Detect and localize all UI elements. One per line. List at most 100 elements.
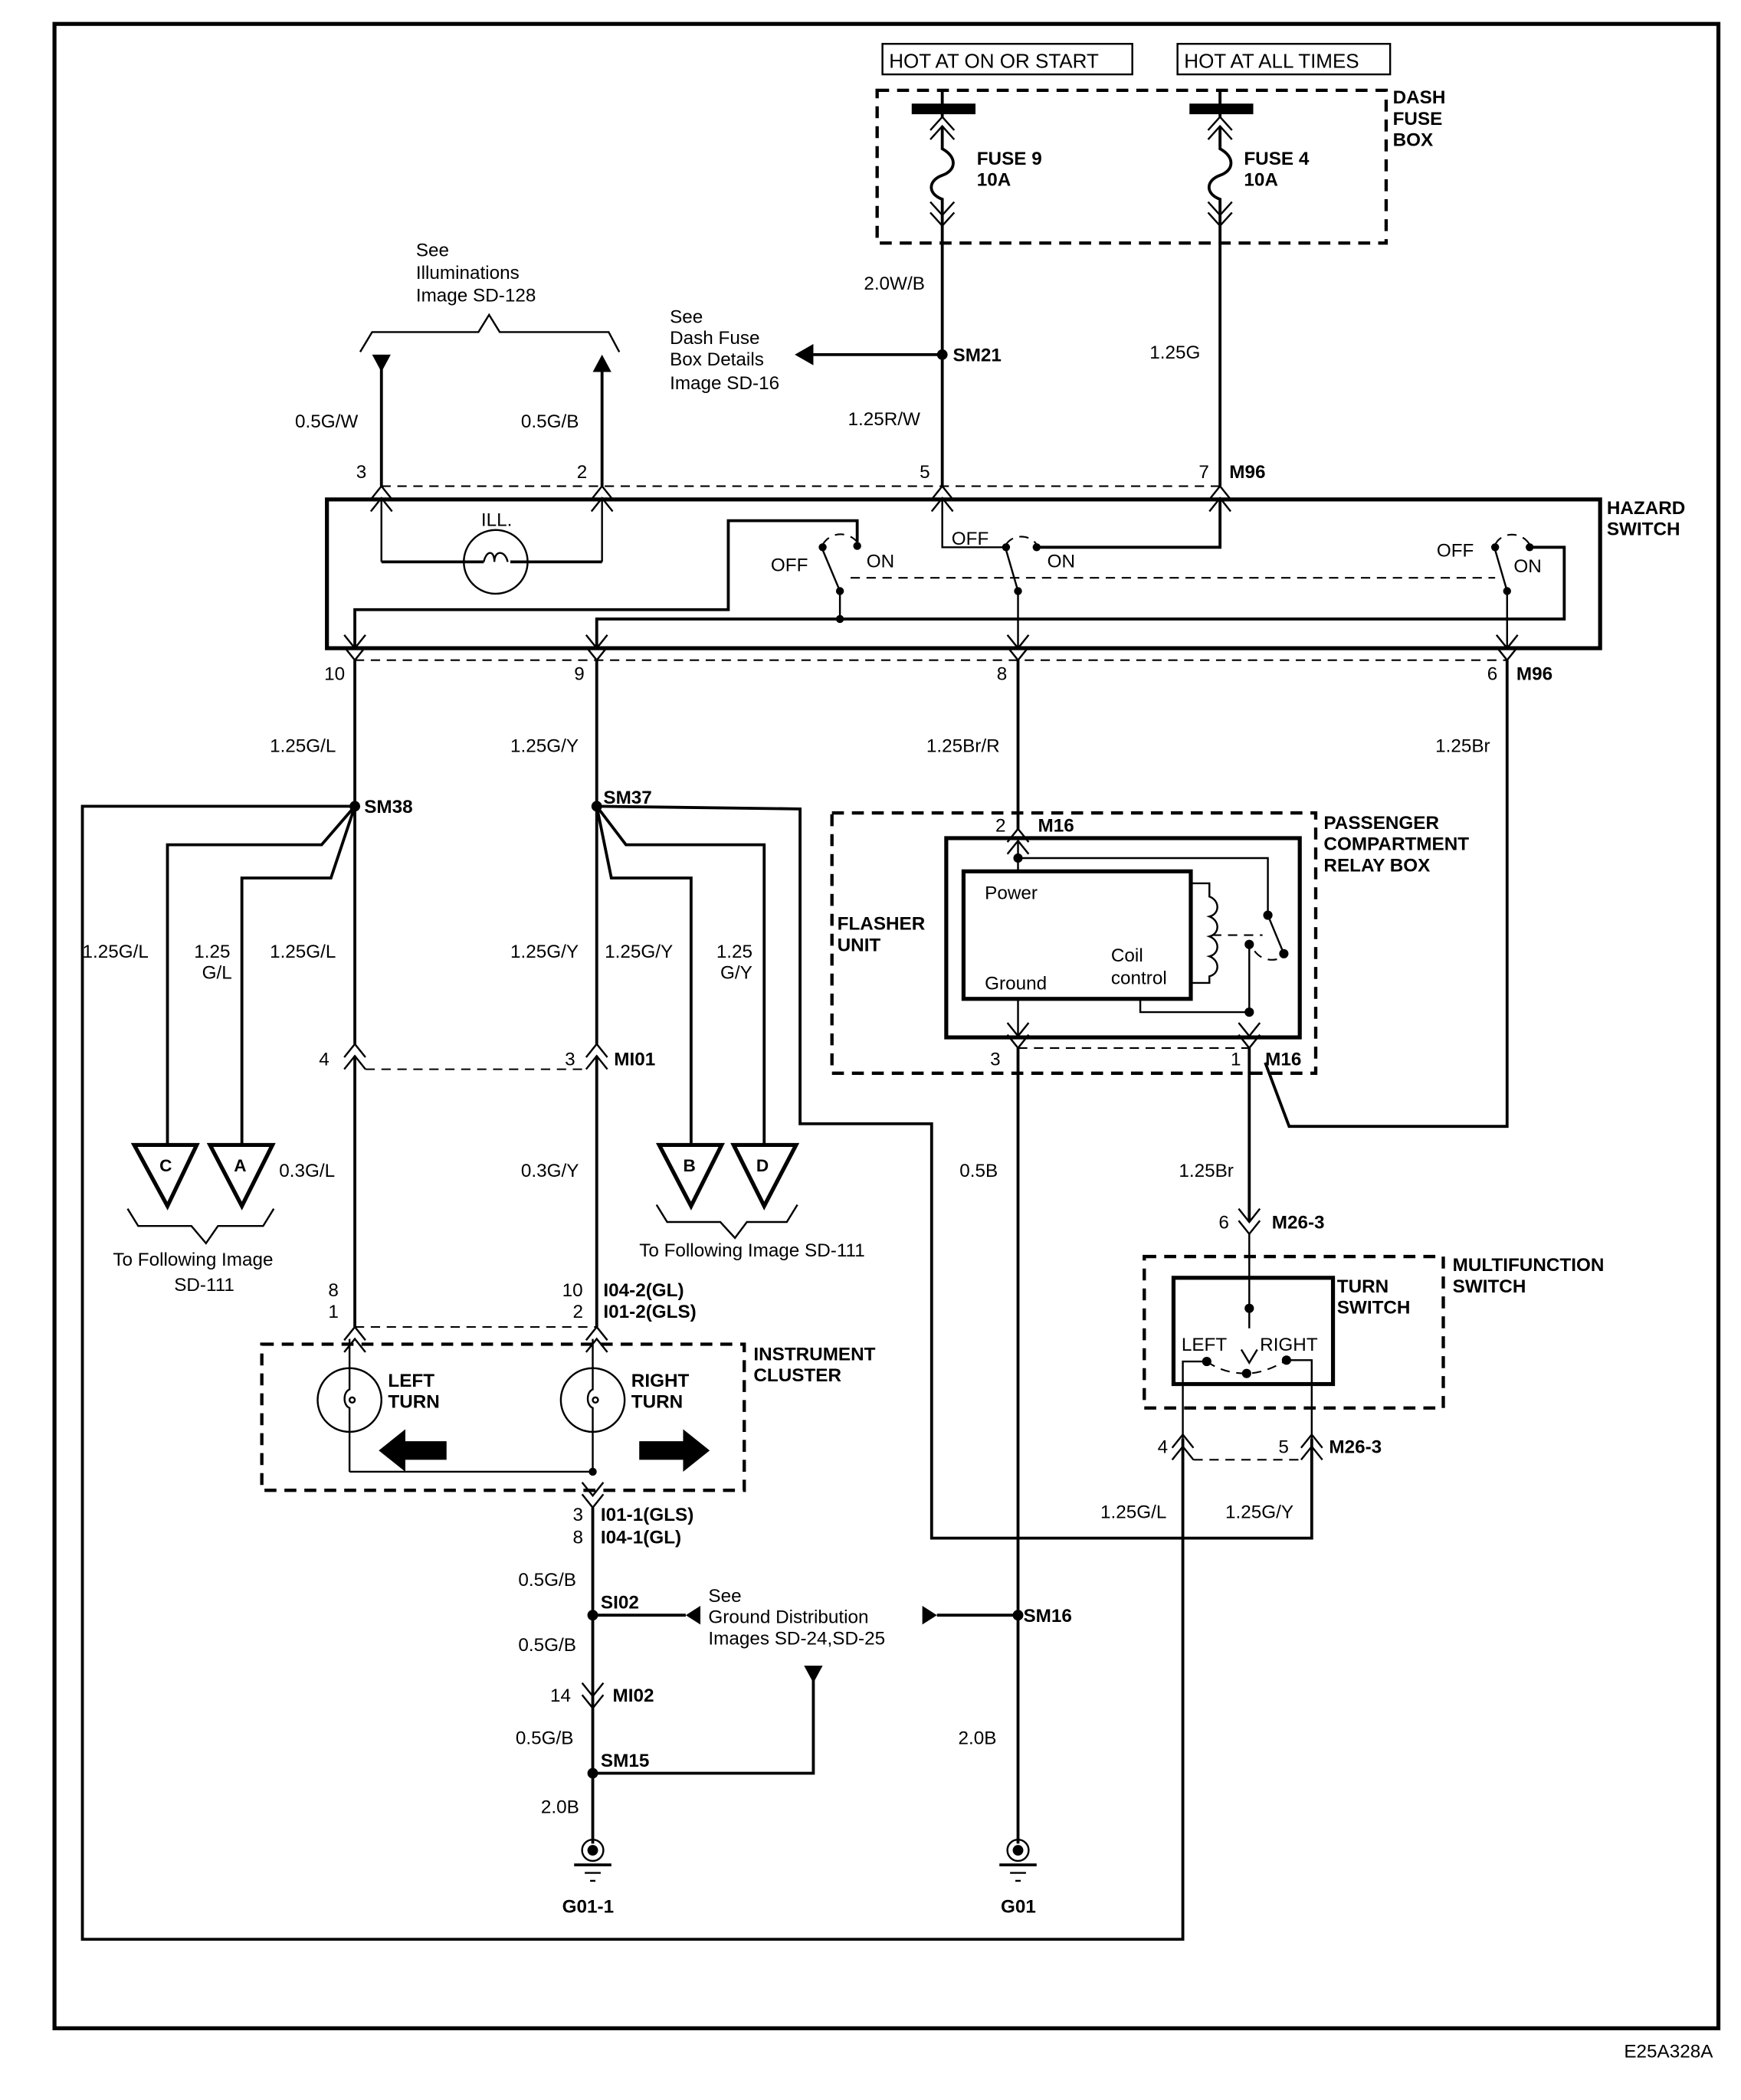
- splice-sm16: [1012, 1610, 1024, 1621]
- diagram-label: 5: [1278, 1437, 1289, 1458]
- diagram-label: 10A: [1244, 170, 1278, 191]
- diagram-label: 0.5B: [959, 1161, 998, 1181]
- wire-segment: [1189, 103, 1254, 115]
- diagram-label: 8: [328, 1280, 339, 1301]
- diagram-label: 2.0B: [958, 1728, 996, 1748]
- brace: [359, 313, 621, 353]
- fuse-4: FUSE 4 10A: [1189, 90, 1310, 487]
- diagram-label: SI02: [601, 1593, 639, 1613]
- wire-segment: [941, 499, 1006, 549]
- wire-segment: [1493, 549, 1508, 591]
- wire-segment: [130, 1142, 200, 1211]
- diagram-label: 1.25G: [1149, 342, 1200, 363]
- wire-segment: [821, 533, 858, 545]
- diagram-label: I04-1(GL): [601, 1528, 681, 1548]
- diagram-label: A: [234, 1156, 246, 1175]
- diagram-label: control: [1111, 968, 1167, 989]
- diagram-label: SWITCH: [1453, 1276, 1526, 1297]
- diagram-label: M96: [1516, 664, 1552, 685]
- diagram-label: SWITCH: [1607, 519, 1680, 540]
- wire-segment: [343, 1338, 351, 1472]
- wire-segment: [1182, 1360, 1207, 1439]
- diagram-label: B: [683, 1156, 695, 1175]
- diagram-label: 1: [328, 1302, 339, 1322]
- diagram-label: I01-2(GLS): [603, 1302, 696, 1322]
- junction-dot: [1244, 1303, 1254, 1313]
- diagram-label: INSTRUMENT: [753, 1344, 875, 1365]
- dash-fuse-box: [875, 88, 1389, 245]
- wire-segment: [343, 1325, 366, 1353]
- diagram-label: G/Y: [720, 963, 752, 984]
- wire-segment: [1139, 998, 1250, 1014]
- wire-segment: [1207, 115, 1233, 140]
- wire-segment: [595, 805, 693, 1145]
- wire-segment: [1494, 533, 1531, 545]
- diagram-label: OFF: [1437, 540, 1474, 561]
- junction-dot: [1244, 1007, 1254, 1017]
- figure-id: E25A328A: [1624, 2042, 1713, 2062]
- junction-dot: [1002, 543, 1011, 552]
- diagram-label: Power: [985, 883, 1038, 904]
- junction-dot: [1241, 1368, 1251, 1378]
- diagram-label: Ground Distribution: [708, 1607, 868, 1628]
- diagram-label: RELAY BOX: [1323, 855, 1430, 876]
- flasher-module: [961, 869, 1193, 1001]
- left-turn-indicator: LEFT TURN: [316, 1338, 447, 1472]
- wire-segment: [1171, 1433, 1195, 1461]
- wire-segment: [911, 103, 976, 115]
- junction-dot: [581, 1838, 605, 1862]
- wire-segment: [1005, 549, 1019, 591]
- diagram-label: 4: [319, 1049, 330, 1070]
- wire-segment: [655, 1204, 798, 1240]
- diagram-label: PASSENGER: [1323, 813, 1439, 834]
- diagram-label: SM37: [603, 788, 651, 808]
- diagram-label: To Following Image SD-111: [639, 1240, 865, 1261]
- diagram-label: 1.25G/L: [1100, 1502, 1166, 1523]
- diagram-label: Illuminations: [416, 263, 520, 283]
- diagram-label: SD-111: [174, 1275, 234, 1296]
- junction-dot: [835, 614, 844, 624]
- diagram-label: TURN: [1337, 1276, 1389, 1297]
- diagram-label: M96: [1229, 462, 1265, 483]
- diagram-label: 6: [1487, 664, 1498, 685]
- ill-bulb: ILL.: [380, 499, 603, 595]
- wire-segment: [586, 1338, 594, 1472]
- diagram-label: C: [159, 1156, 172, 1175]
- diagram-label: Coil: [1111, 945, 1143, 966]
- diagram-label: G/L: [202, 963, 232, 984]
- instrument-cluster: [260, 1342, 746, 1492]
- junction-dot: [348, 1396, 356, 1404]
- wire-segment: [930, 115, 956, 140]
- power-label-ign: HOT AT ON OR START: [881, 42, 1133, 76]
- diagram-label: ON: [867, 551, 894, 572]
- diagram-label: OFF: [771, 555, 808, 576]
- wire-segment: [581, 1482, 605, 1509]
- wire-segment: [353, 519, 859, 649]
- diagram-label: To Following Image: [113, 1250, 273, 1270]
- wire-segment: [1286, 1359, 1313, 1439]
- diagram-label: FLASHER: [838, 914, 926, 935]
- diagram-label: 0.5G/B: [521, 411, 579, 432]
- diagram-label: Image SD-16: [670, 373, 779, 394]
- wire-segment: [126, 1208, 275, 1245]
- junction-dot: [1006, 1838, 1030, 1862]
- diagram-label: SM16: [1023, 1606, 1071, 1627]
- arrow-down-icon: [804, 1666, 823, 1683]
- connector-a: A: [206, 1142, 276, 1211]
- junction-dot: [1490, 543, 1500, 552]
- diagram-label: SM15: [601, 1751, 649, 1771]
- diagram-label: I04-2(GL): [603, 1280, 684, 1301]
- wire-segment: [1240, 1348, 1258, 1365]
- diagram-label: SM21: [953, 346, 1002, 366]
- diagram-label: 1: [1231, 1049, 1241, 1070]
- wire-segment: [595, 805, 766, 1145]
- diagram-label: 2.0W/B: [864, 274, 925, 294]
- wire-segment: [596, 804, 1313, 1540]
- diagram-label: 1.25: [716, 942, 752, 962]
- diagram-label: 1.25G/L: [270, 942, 336, 962]
- arrow-down-icon: [372, 354, 391, 372]
- diagram-label: COMPARTMENT: [1323, 834, 1469, 855]
- right-turn-indicator: RIGHT TURN: [559, 1338, 710, 1472]
- diagram-label: 1.25G/Y: [510, 735, 579, 756]
- junction-dot: [1526, 543, 1534, 552]
